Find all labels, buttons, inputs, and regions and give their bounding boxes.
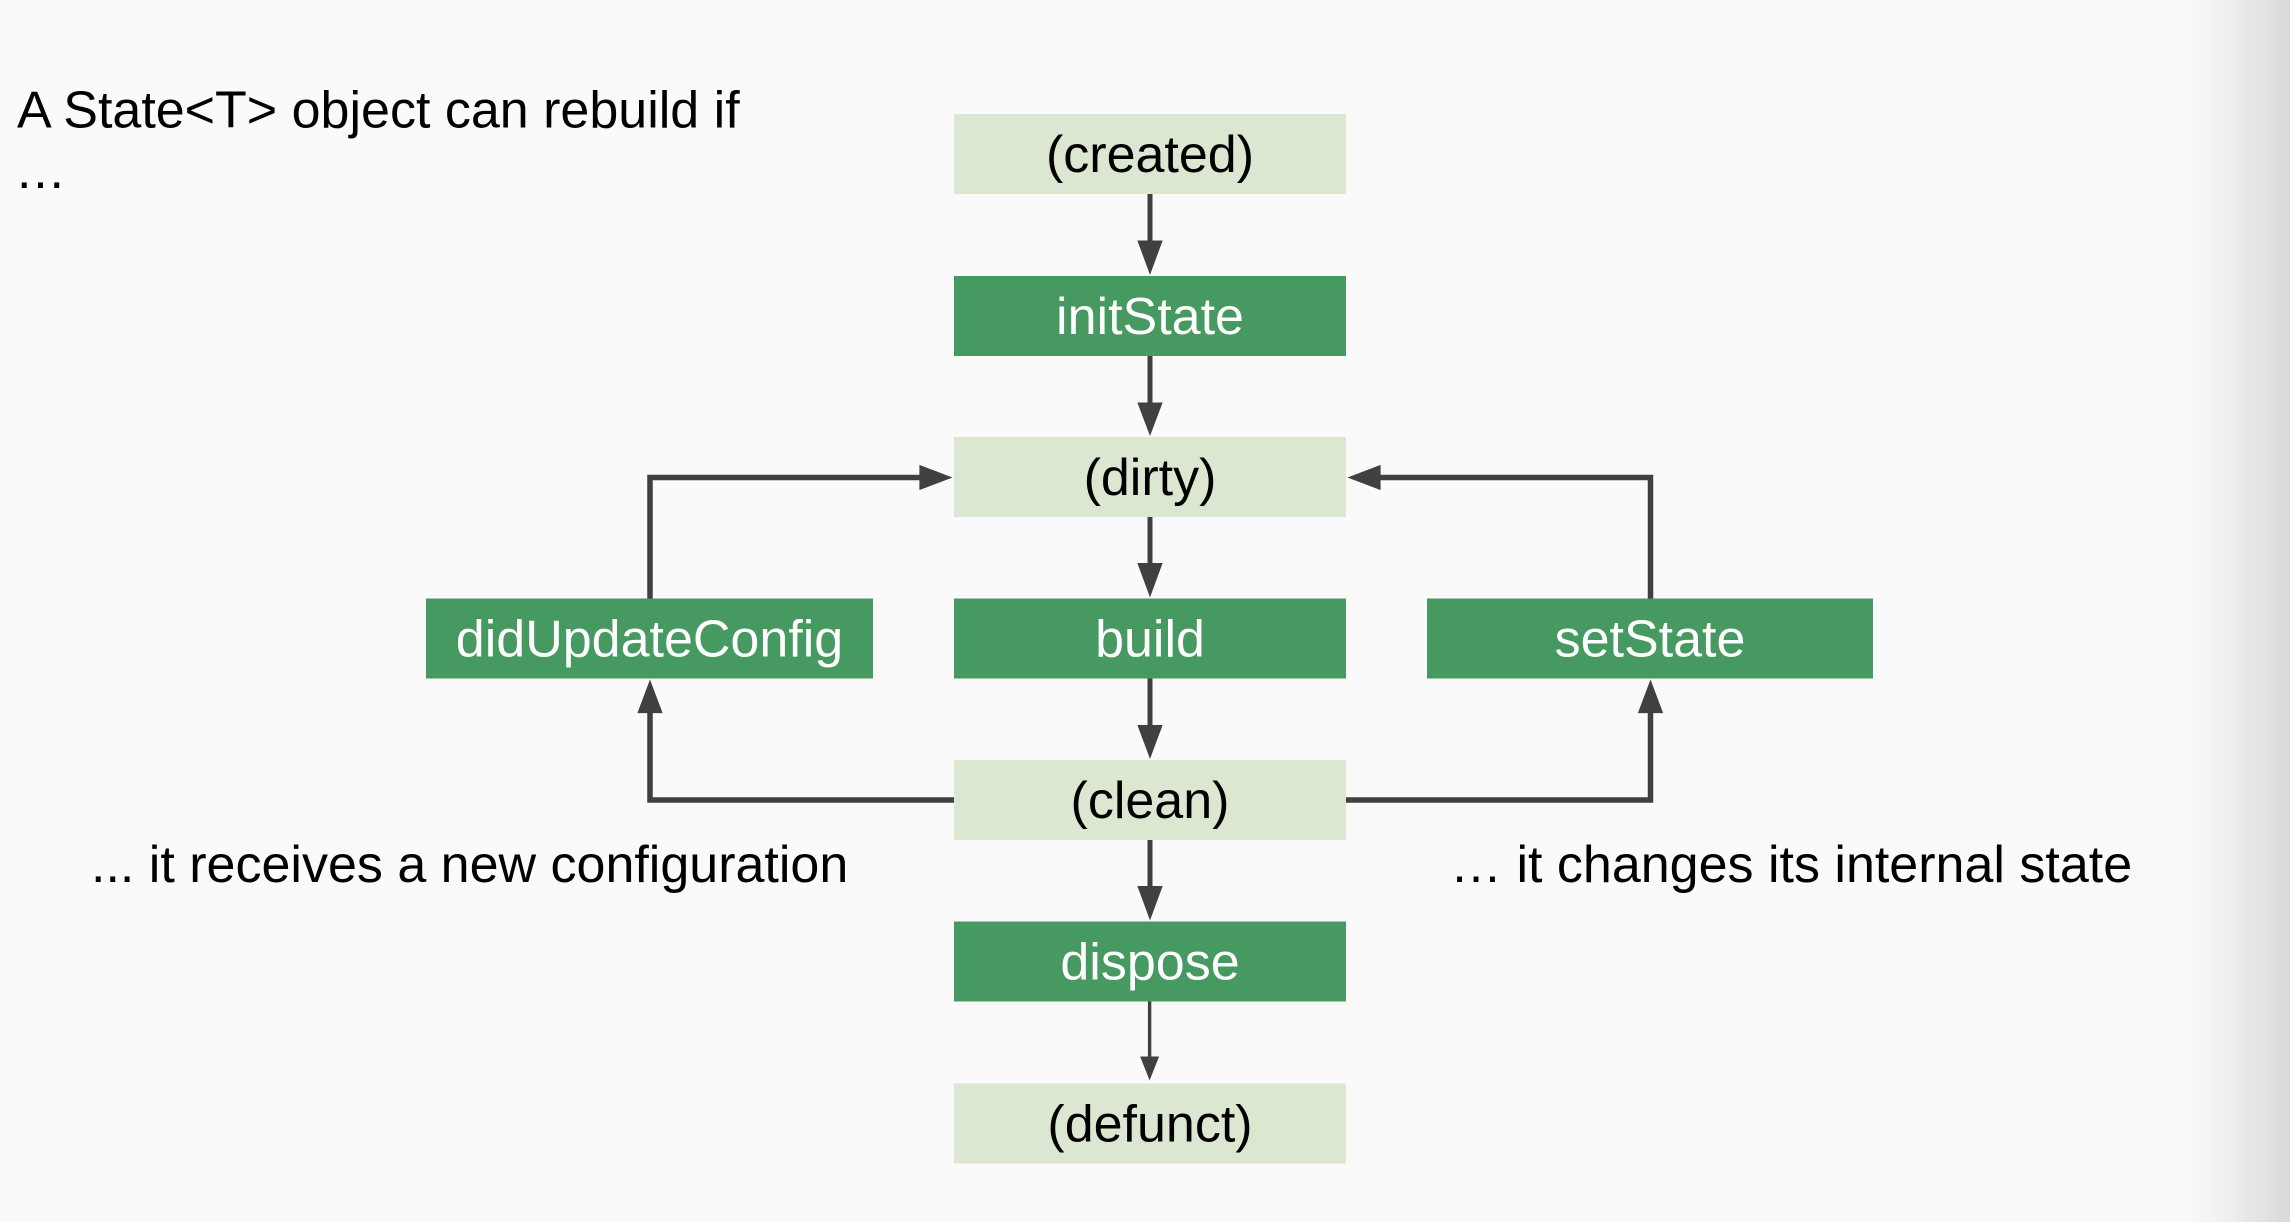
- svg-text:didUpdateConfig: didUpdateConfig: [456, 611, 843, 669]
- svg-text:... it receives a new configur: ... it receives a new configuration: [91, 836, 848, 894]
- svg-text:setState: setState: [1555, 611, 1746, 669]
- svg-text:initState: initState: [1056, 288, 1244, 346]
- svg-text:A State<T> object can rebuild: A State<T> object can rebuild if: [17, 82, 740, 140]
- svg-text:… it changes its internal stat: … it changes its internal state: [1450, 836, 2132, 894]
- svg-text:(clean): (clean): [1071, 772, 1230, 830]
- svg-text:(defunct): (defunct): [1047, 1096, 1252, 1154]
- svg-text:(dirty): (dirty): [1084, 449, 1217, 507]
- svg-text:build: build: [1095, 611, 1205, 669]
- svg-text:dispose: dispose: [1060, 934, 1239, 992]
- svg-text:(created): (created): [1046, 126, 1254, 184]
- svg-text:...: ...: [17, 142, 66, 200]
